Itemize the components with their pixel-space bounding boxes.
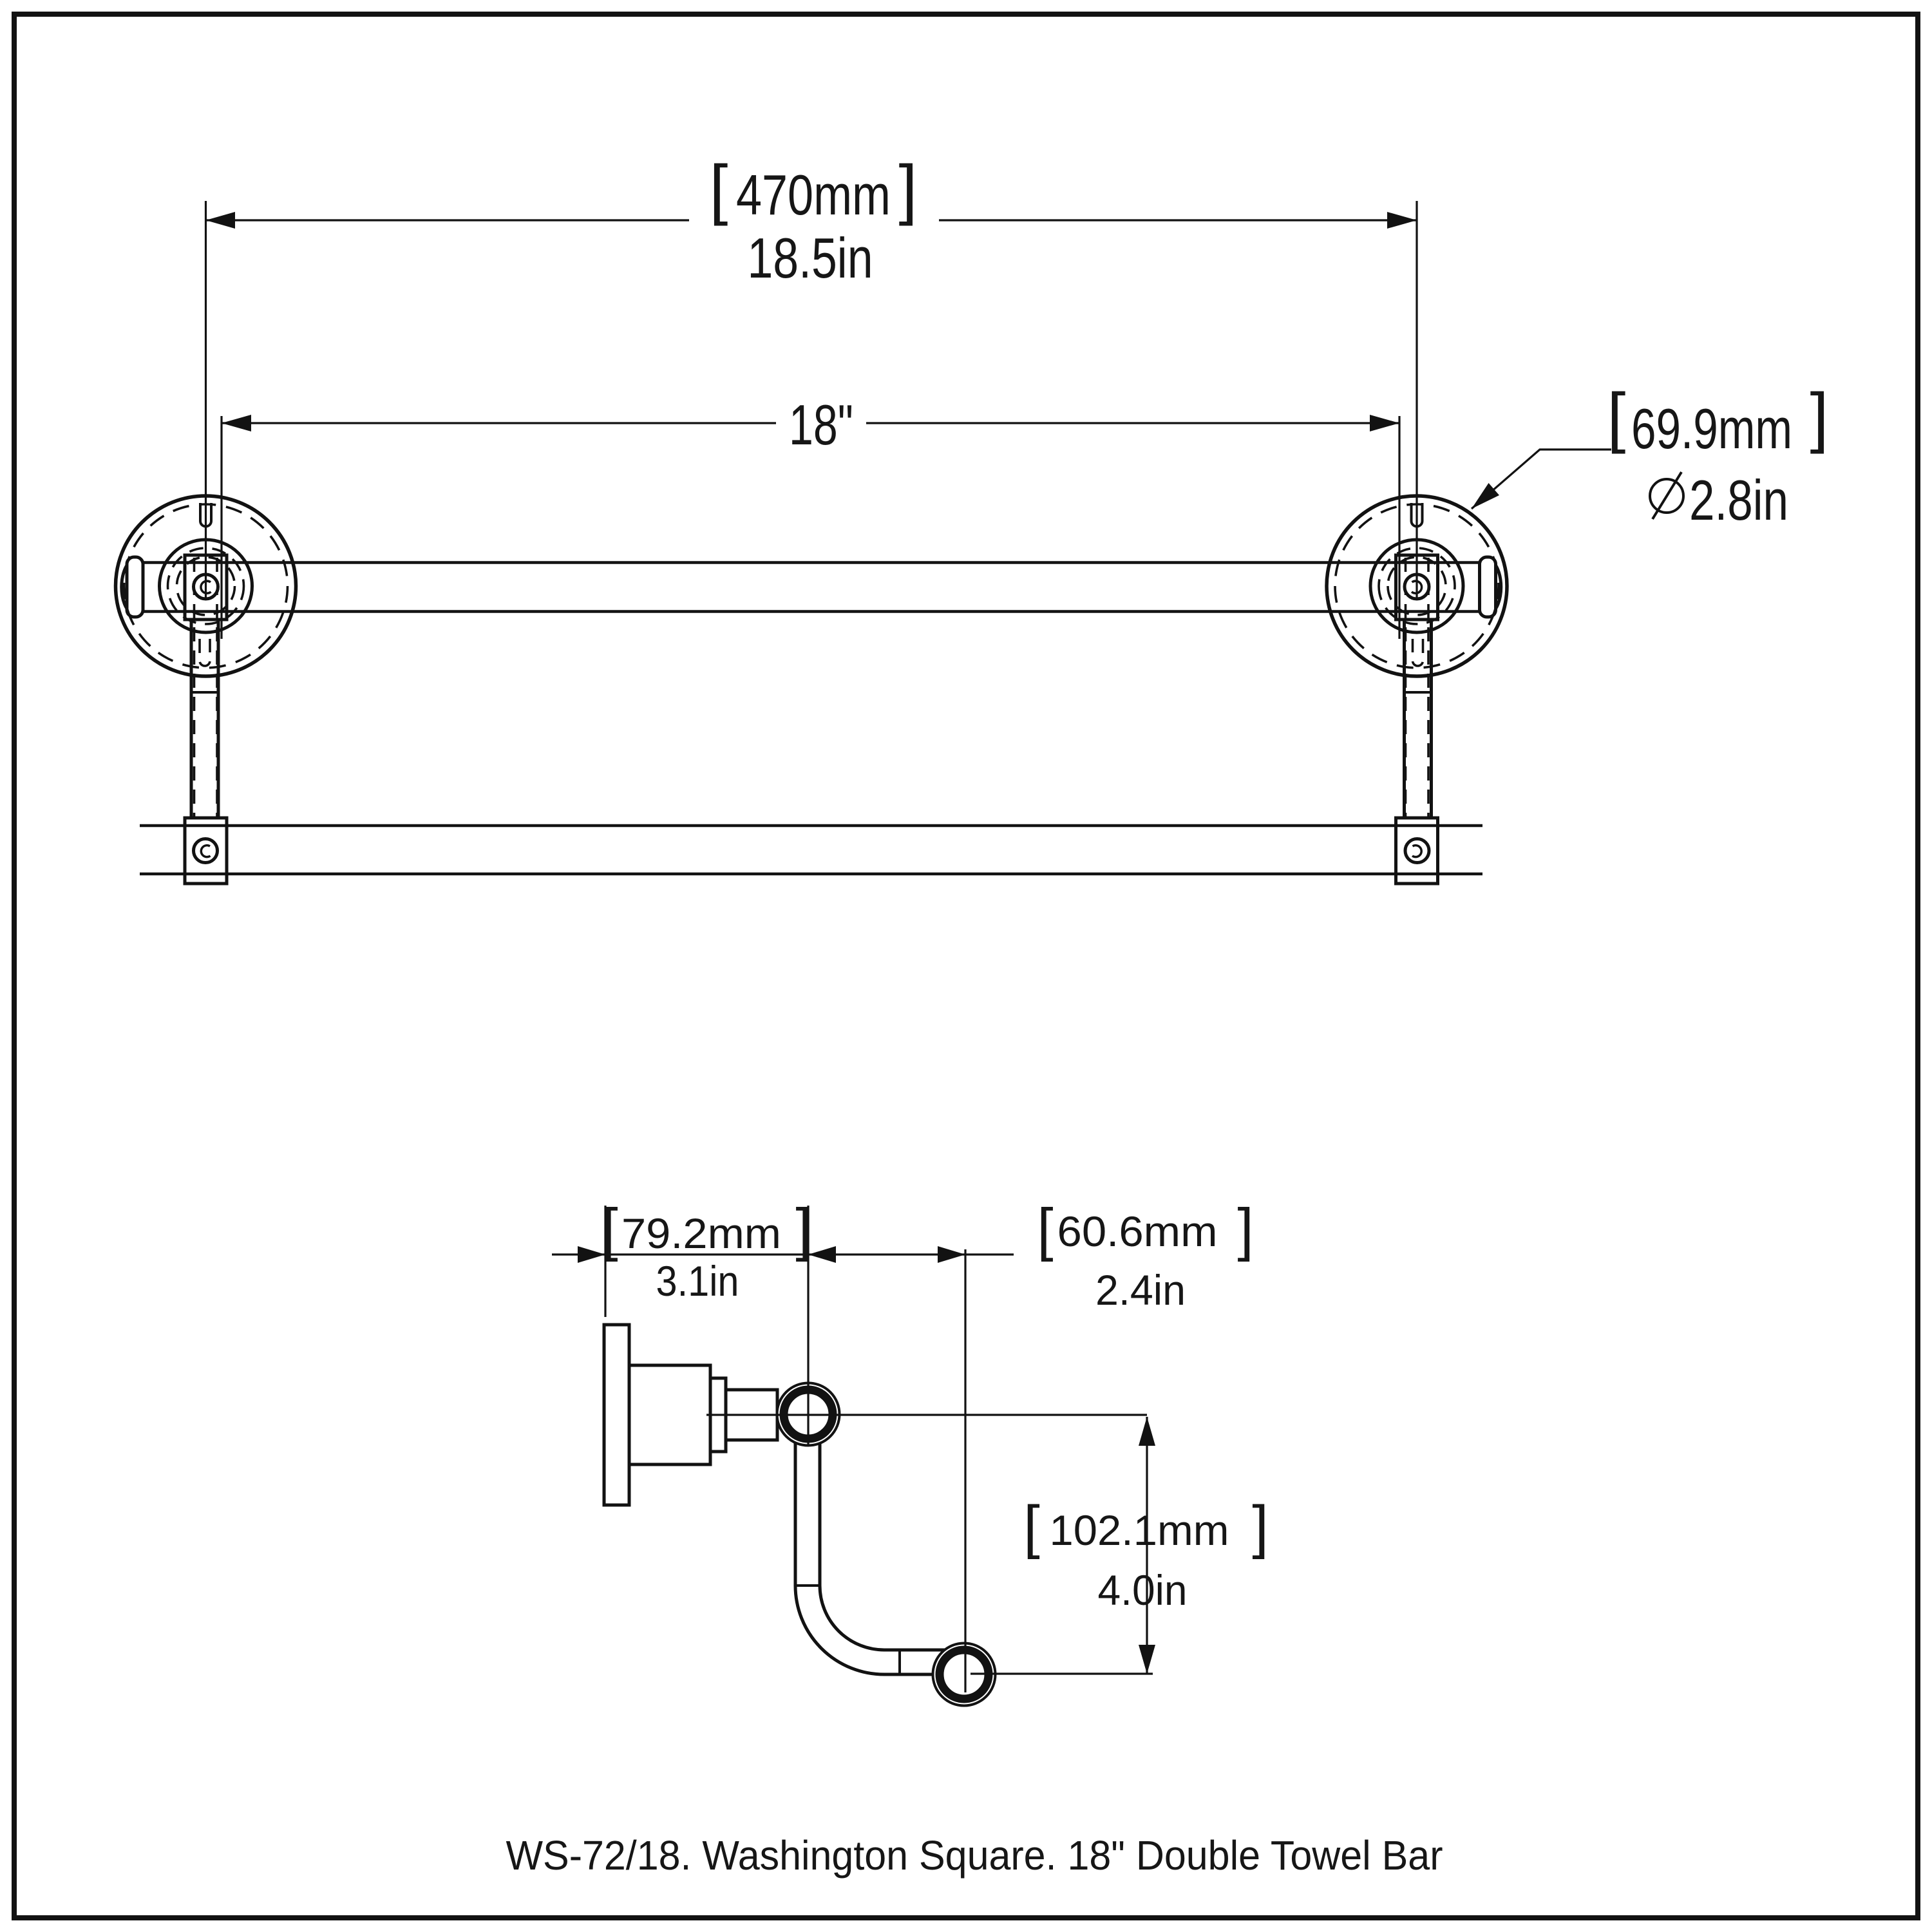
arrowhead-right-icon	[578, 1246, 605, 1263]
arrowhead-right-icon	[938, 1246, 965, 1263]
flange-diameter-metric: 69.9mm	[1631, 397, 1792, 460]
wall-plate	[602, 1323, 631, 1507]
arrowhead-leader-icon	[1472, 483, 1499, 509]
arrowhead-right-icon	[1370, 415, 1399, 431]
bracket-open: [	[710, 152, 728, 227]
bracket-open: [	[601, 1197, 618, 1262]
dimension-flange-diameter: [ 69.9mm ] 2.8in	[1470, 380, 1829, 532]
wall-to-bar-imperial: 3.1in	[656, 1257, 739, 1305]
bracket-close: ]	[1252, 1494, 1269, 1560]
overall-width-imperial: 18.5in	[748, 226, 873, 290]
drawing-caption: WS-72/18. Washington Square. 18" Double …	[506, 1832, 1443, 1879]
bar-offset-imperial: 2.4in	[1095, 1266, 1186, 1314]
bracket-open: [	[1607, 380, 1626, 455]
wall-to-bar-metric: 79.2mm	[621, 1209, 781, 1257]
side-view	[602, 1323, 997, 1707]
arrowhead-right-icon	[1387, 212, 1417, 229]
bracket-open: [	[1023, 1494, 1040, 1560]
elbow-outer-edge	[793, 1443, 947, 1676]
arrowhead-left-icon	[205, 212, 235, 229]
front-view	[116, 496, 1508, 884]
mount-body	[627, 1363, 712, 1466]
arrowhead-down-icon	[1139, 1645, 1155, 1674]
bar-cross-section-lower	[931, 1642, 997, 1707]
bar-offset-metric: 60.6mm	[1057, 1208, 1218, 1255]
dimension-bar-drop: [ 102.1mm ] 4.0in	[706, 1414, 1269, 1675]
arrowhead-left-icon	[222, 415, 251, 431]
bracket-close: ]	[1810, 380, 1829, 455]
center-to-center-label: 18"	[789, 393, 853, 457]
leader-line	[1470, 448, 1611, 510]
elbow-arm	[793, 1441, 947, 1676]
border-frame	[12, 12, 1920, 1920]
bracket-open: [	[1037, 1197, 1053, 1262]
arrowhead-up-icon	[1139, 1417, 1155, 1446]
bar-drop-imperial: 4.0in	[1098, 1566, 1188, 1614]
bracket-close: ]	[795, 1197, 811, 1262]
diameter-icon	[1649, 471, 1685, 520]
bracket-close: ]	[899, 152, 918, 227]
dimension-overall-width: [ 470mm ] 18.5in	[204, 152, 1418, 600]
bar-drop-metric: 102.1mm	[1050, 1506, 1229, 1554]
flange-diameter-imperial: 2.8in	[1689, 468, 1788, 532]
overall-width-metric: 470mm	[736, 163, 891, 227]
dimension-center-to-center: 18"	[220, 393, 1401, 639]
elbow-inner-edge	[818, 1441, 947, 1652]
arrowhead-left-icon	[808, 1246, 836, 1263]
dimension-wall-to-bar: [ 79.2mm ] 3.1in [ 60.6mm ] 2.4in	[552, 1197, 1254, 1692]
bracket-close: ]	[1237, 1197, 1253, 1262]
